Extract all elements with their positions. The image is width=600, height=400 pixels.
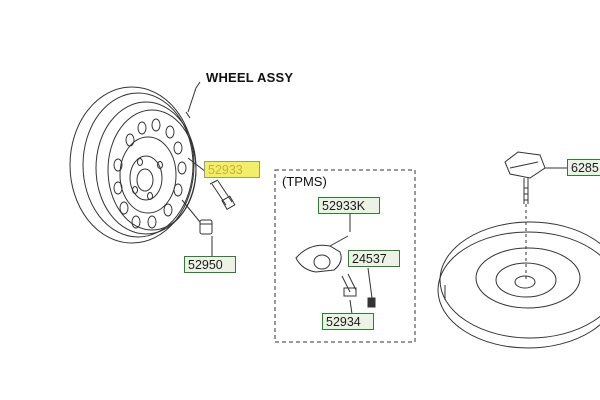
wheel-rim	[69, 86, 197, 244]
part-24537-label[interactable]: 24537	[348, 250, 400, 267]
part-6285-label[interactable]: 6285	[567, 159, 600, 176]
tpms-label: (TPMS)	[282, 174, 327, 189]
valve-stem	[209, 179, 236, 211]
wheel-assy-leader	[187, 81, 201, 113]
tpms-sensor	[295, 235, 376, 308]
wheel-assy-title: WHEEL ASSY	[206, 70, 294, 85]
tpms-box	[274, 169, 416, 343]
part-52933k-label[interactable]: 52933K	[318, 197, 380, 214]
part-52950-label[interactable]: 52950	[184, 256, 236, 273]
hold-down-bolt	[504, 151, 568, 280]
wheel-holes	[113, 118, 187, 229]
part-52933-label[interactable]: 52933	[204, 161, 260, 178]
spare-tire	[437, 221, 600, 349]
lug-nut	[199, 219, 213, 235]
part-52934-label[interactable]: 52934	[322, 313, 374, 330]
